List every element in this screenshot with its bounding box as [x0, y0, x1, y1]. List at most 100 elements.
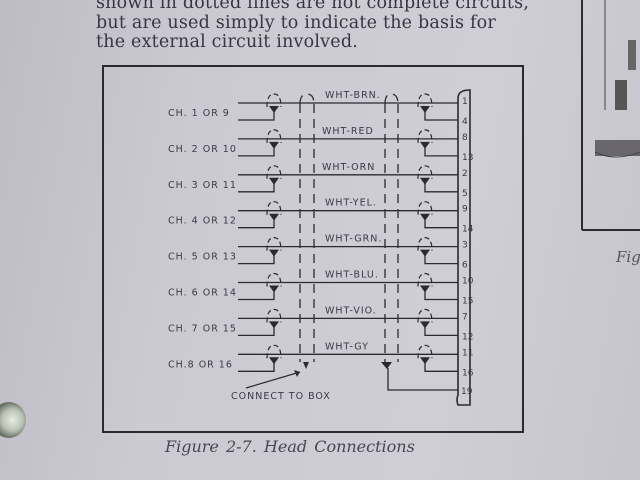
return-wire-left	[238, 218, 275, 229]
wire-color-label: WHT-YEL.	[325, 198, 377, 209]
ground-terminal-icon	[420, 106, 430, 113]
pin-number: 14	[462, 225, 474, 235]
shield-icon	[266, 272, 282, 287]
channel-label: CH. 7 OR 15	[168, 323, 237, 334]
return-wire-left	[238, 326, 275, 337]
ground-terminal-icon	[269, 285, 279, 293]
figure-caption: Figure 2-7. Head Connections	[165, 437, 415, 456]
wire-color-label: WHT-GRN.	[325, 234, 382, 245]
wire-color-label: WHT-RED	[322, 126, 374, 137]
intro-paragraph: shown in dotted lines are not complete c…	[96, 0, 529, 53]
pin-number: 4	[462, 117, 468, 127]
pin-number: 11	[462, 348, 473, 358]
return-wire-left	[238, 362, 275, 372]
adjacent-figure-caption: Fig	[616, 248, 640, 266]
channel-label: CH. 3 OR 11	[168, 180, 237, 191]
channel-row: CH. 1 OR 9 WHT-BRN. 1 4	[168, 90, 468, 127]
shield-icon	[417, 129, 433, 143]
binder-hole	[0, 402, 26, 438]
channel-row: CH. 3 OR 11 WHT-ORN 2 5	[168, 162, 468, 199]
pin-number: 5	[462, 189, 468, 199]
channel-label: CH. 5 OR 13	[168, 252, 237, 263]
intro-line: shown in dotted lines are not complete c…	[96, 0, 530, 13]
channel-row: CH. 6 OR 14 WHT-BLU. 10 15	[168, 270, 474, 307]
intro-line: the external circuit involved.	[96, 32, 358, 52]
ground-connection	[245, 362, 458, 391]
pin-number: 7	[462, 312, 468, 322]
channel-label: CH. 1 OR 9	[168, 108, 230, 119]
ground-terminal-icon	[269, 357, 279, 365]
pin-number: 13	[462, 153, 473, 163]
adjacent-figure	[581, 0, 640, 231]
ground-terminal-icon	[420, 177, 430, 185]
wire-color-label: WHT-ORN	[322, 162, 375, 173]
return-wire-right	[424, 326, 458, 337]
pin-number: 8	[462, 133, 468, 143]
shield-icon	[417, 201, 433, 215]
pin-number: 9	[462, 205, 468, 215]
shield-icon	[266, 93, 282, 108]
wire-color-label: WHT-GY	[325, 341, 369, 352]
return-wire-right	[424, 290, 458, 301]
ground-terminal-icon	[420, 285, 430, 293]
ground-terminal-icon	[269, 141, 279, 149]
shield-icon	[417, 165, 433, 179]
return-wire-left	[238, 290, 275, 301]
channel-label: CH. 4 OR 12	[168, 216, 237, 227]
ground-terminal-icon	[420, 141, 430, 149]
ground-terminal-icon	[269, 321, 279, 329]
channel-row: CH. 5 OR 13 WHT-GRN. 3 6	[168, 234, 468, 271]
return-wire-left	[238, 146, 275, 157]
shield-icon	[266, 129, 282, 143]
pin-number: 3	[462, 241, 468, 251]
figure-frame	[102, 65, 524, 433]
wire-color-label: WHT-BLU.	[325, 270, 379, 281]
ground-terminal-icon	[420, 249, 430, 257]
shield-icon	[417, 344, 433, 359]
shield-icon	[417, 308, 433, 323]
pin-number: 10	[462, 277, 474, 287]
pin-number: 12	[462, 332, 473, 342]
connect-to-box-label: CONNECT TO BOX	[231, 391, 331, 402]
ground-terminal-icon	[269, 106, 279, 113]
shield-icon	[266, 308, 282, 323]
return-wire-right	[424, 146, 458, 157]
channel-row: CH. 2 OR 10 WHT-RED 8 13	[168, 126, 473, 163]
return-wire-left	[238, 111, 275, 121]
shield-icon	[266, 344, 282, 359]
return-wire-right	[424, 362, 458, 372]
return-wire-right	[424, 254, 458, 265]
return-wire-right	[424, 218, 458, 229]
return-wire-left	[238, 254, 275, 265]
pin-number: 19	[461, 387, 473, 397]
connector-block	[456, 89, 471, 406]
return-wire-left	[238, 182, 275, 193]
ground-terminal-icon	[269, 177, 279, 185]
channel-row: CH.8 OR 16 WHT-GY 11 16	[168, 341, 474, 378]
shield-icon	[266, 201, 282, 215]
channel-row: CH. 4 OR 12 WHT-YEL. 9 14	[168, 198, 474, 235]
wire-color-label: WHT-BRN.	[325, 90, 381, 101]
pin-number: 2	[462, 169, 468, 179]
shield-icon	[266, 236, 282, 251]
ground-terminal-icon	[269, 213, 279, 221]
pin-number: 6	[462, 261, 468, 271]
shield-icon	[417, 93, 433, 108]
shield-icon	[417, 272, 433, 287]
ground-terminal-icon	[420, 357, 430, 365]
shield-icon	[417, 236, 433, 251]
channel-label: CH. 6 OR 14	[168, 288, 237, 299]
intro-line: but are used simply to indicate the basi…	[96, 12, 496, 33]
ground-terminal-icon	[269, 249, 279, 257]
wire-color-label: WHT-VIO.	[325, 305, 377, 316]
pin-number: 15	[462, 297, 473, 307]
pin-number: 16	[462, 368, 474, 378]
channel-row: CH. 7 OR 15 WHT-VIO. 7 12	[168, 305, 473, 342]
pin-number: 1	[462, 97, 468, 107]
return-wire-right	[424, 111, 458, 121]
channel-label: CH.8 OR 16	[168, 359, 233, 370]
channel-label: CH. 2 OR 10	[168, 144, 237, 155]
ground-terminal-icon	[420, 321, 430, 329]
shield-icon	[266, 165, 282, 179]
